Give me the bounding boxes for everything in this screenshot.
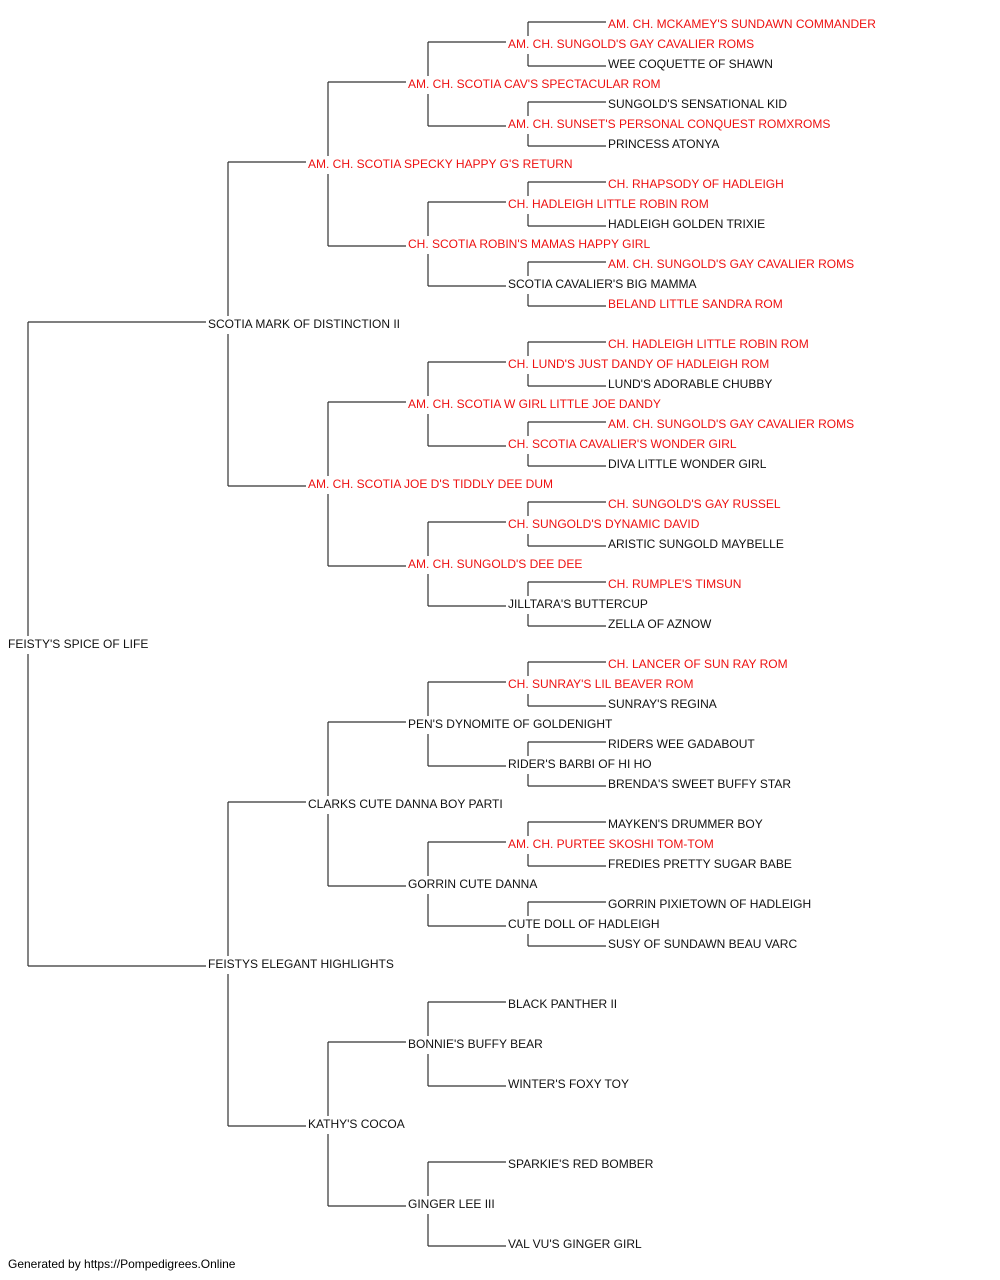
pedigree-name-root-sire-sire-sire-sire-dam: WEE COQUETTE OF SHAWN — [608, 57, 773, 71]
pedigree-name-root-sire-sire-dam: CH. SCOTIA ROBIN'S MAMAS HAPPY GIRL — [408, 237, 650, 251]
pedigree-name-root-dam-sire-sire: PEN'S DYNOMITE OF GOLDENIGHT — [408, 717, 613, 731]
pedigree-name-root-dam-dam-sire-sire: BLACK PANTHER II — [508, 997, 617, 1011]
pedigree-name-root-dam-sire-dam-sire-sire: MAYKEN'S DRUMMER BOY — [608, 817, 763, 831]
pedigree-name-root-dam-sire-sire-dam-dam: BRENDA'S SWEET BUFFY STAR — [608, 777, 791, 791]
pedigree-name-root-sire-sire: AM. CH. SCOTIA SPECKY HAPPY G'S RETURN — [308, 157, 573, 171]
pedigree-name-root-sire-sire-dam-sire-dam: HADLEIGH GOLDEN TRIXIE — [608, 217, 765, 231]
pedigree-name-root-sire-dam-dam-sire-sire: CH. SUNGOLD'S GAY RUSSEL — [608, 497, 781, 511]
pedigree-name-root-dam-dam-dam: GINGER LEE III — [408, 1197, 495, 1211]
pedigree-name-root-sire-dam-sire-dam-dam: DIVA LITTLE WONDER GIRL — [608, 457, 767, 471]
pedigree-name-root-sire-sire-dam-dam: SCOTIA CAVALIER'S BIG MAMMA — [508, 277, 697, 291]
pedigree-name-root-dam-sire-dam-dam-dam: SUSY OF SUNDAWN BEAU VARC — [608, 937, 797, 951]
pedigree-name-root-sire-sire-sire-dam: AM. CH. SUNSET'S PERSONAL CONQUEST ROMXR… — [508, 117, 830, 131]
pedigree-name-root-sire-sire-sire-sire-sire: AM. CH. MCKAMEY'S SUNDAWN COMMANDER — [608, 17, 876, 31]
pedigree-name-root-dam-sire-dam: GORRIN CUTE DANNA — [408, 877, 537, 891]
pedigree-name-root: FEISTY'S SPICE OF LIFE — [8, 637, 148, 651]
pedigree-name-root-sire-sire-sire-dam-sire: SUNGOLD'S SENSATIONAL KID — [608, 97, 787, 111]
pedigree-name-root-dam: FEISTYS ELEGANT HIGHLIGHTS — [208, 957, 394, 971]
pedigree-name-root-sire-sire-dam-dam-dam: BELAND LITTLE SANDRA ROM — [608, 297, 783, 311]
pedigree-name-root-sire-sire-dam-sire-sire: CH. RHAPSODY OF HADLEIGH — [608, 177, 784, 191]
pedigree-name-root-dam-sire-sire-dam: RIDER'S BARBI OF HI HO — [508, 757, 652, 771]
pedigree-name-root-dam-sire: CLARKS CUTE DANNA BOY PARTI — [308, 797, 503, 811]
pedigree-name-root-sire-sire-sire-dam-dam: PRINCESS ATONYA — [608, 137, 719, 151]
pedigree-name-root-sire-dam: AM. CH. SCOTIA JOE D'S TIDDLY DEE DUM — [308, 477, 553, 491]
pedigree-name-root-dam-sire-sire-sire: CH. SUNRAY'S LIL BEAVER ROM — [508, 677, 693, 691]
pedigree-name-root-sire-dam-sire-dam-sire: AM. CH. SUNGOLD'S GAY CAVALIER ROMS — [608, 417, 854, 431]
pedigree-name-root-dam-sire-sire-sire-dam: SUNRAY'S REGINA — [608, 697, 717, 711]
pedigree-name-root-sire-dam-dam: AM. CH. SUNGOLD'S DEE DEE — [408, 557, 582, 571]
pedigree-name-root-dam-dam-sire-dam: WINTER'S FOXY TOY — [508, 1077, 629, 1091]
pedigree-name-root-sire: SCOTIA MARK OF DISTINCTION II — [208, 317, 400, 331]
pedigree-name-root-sire-dam-sire-sire-dam: LUND'S ADORABLE CHUBBY — [608, 377, 772, 391]
pedigree-name-root-sire-dam-dam-dam: JILLTARA'S BUTTERCUP — [508, 597, 648, 611]
footer-credit: Generated by https://Pompedigrees.Online — [8, 1257, 236, 1271]
pedigree-name-root-dam-dam-dam-dam: VAL VU'S GINGER GIRL — [508, 1237, 642, 1251]
pedigree-name-root-sire-dam-dam-sire-dam: ARISTIC SUNGOLD MAYBELLE — [608, 537, 784, 551]
pedigree-name-root-dam-dam-sire: BONNIE'S BUFFY BEAR — [408, 1037, 543, 1051]
pedigree-name-root-dam-dam: KATHY'S COCOA — [308, 1117, 405, 1131]
pedigree-name-root-sire-sire-sire: AM. CH. SCOTIA CAV'S SPECTACULAR ROM — [408, 77, 661, 91]
pedigree-name-root-sire-dam-dam-dam-dam: ZELLA OF AZNOW — [608, 617, 712, 631]
pedigree-name-root-sire-sire-dam-sire: CH. HADLEIGH LITTLE ROBIN ROM — [508, 197, 709, 211]
pedigree-name-root-dam-sire-sire-dam-sire: RIDERS WEE GADABOUT — [608, 737, 755, 751]
pedigree-name-root-sire-dam-sire: AM. CH. SCOTIA W GIRL LITTLE JOE DANDY — [408, 397, 661, 411]
pedigree-name-root-dam-sire-dam-dam-sire: GORRIN PIXIETOWN OF HADLEIGH — [608, 897, 811, 911]
pedigree-name-root-sire-dam-sire-sire: CH. LUND'S JUST DANDY OF HADLEIGH ROM — [508, 357, 769, 371]
pedigree-name-root-dam-sire-dam-dam: CUTE DOLL OF HADLEIGH — [508, 917, 660, 931]
pedigree-name-root-sire-dam-dam-sire: CH. SUNGOLD'S DYNAMIC DAVID — [508, 517, 700, 531]
pedigree-name-root-dam-dam-dam-sire: SPARKIE'S RED BOMBER — [508, 1157, 654, 1171]
pedigree-name-root-sire-dam-dam-dam-sire: CH. RUMPLE'S TIMSUN — [608, 577, 741, 591]
pedigree-name-root-sire-sire-dam-dam-sire: AM. CH. SUNGOLD'S GAY CAVALIER ROMS — [608, 257, 854, 271]
pedigree-name-root-dam-sire-dam-sire: AM. CH. PURTEE SKOSHI TOM-TOM — [508, 837, 714, 851]
pedigree-name-root-dam-sire-dam-sire-dam: FREDIES PRETTY SUGAR BABE — [608, 857, 792, 871]
pedigree-name-root-sire-dam-sire-dam: CH. SCOTIA CAVALIER'S WONDER GIRL — [508, 437, 737, 451]
pedigree-name-root-dam-sire-sire-sire-sire: CH. LANCER OF SUN RAY ROM — [608, 657, 788, 671]
pedigree-name-root-sire-dam-sire-sire-sire: CH. HADLEIGH LITTLE ROBIN ROM — [608, 337, 809, 351]
pedigree-name-root-sire-sire-sire-sire: AM. CH. SUNGOLD'S GAY CAVALIER ROMS — [508, 37, 754, 51]
